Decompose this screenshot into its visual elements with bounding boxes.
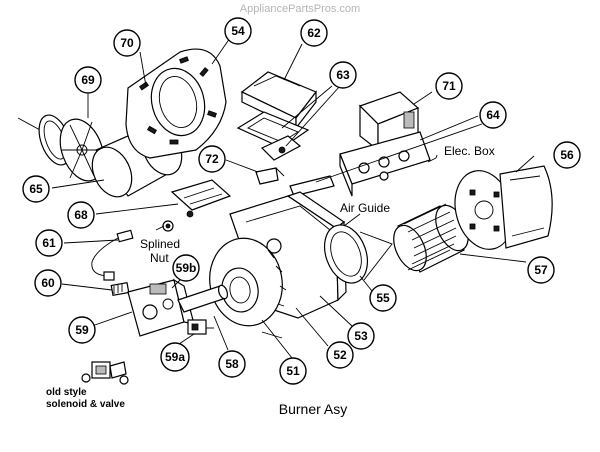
svg-text:56: 56 [560, 148, 574, 162]
svg-text:61: 61 [42, 236, 56, 250]
part-blower-motor [454, 165, 553, 250]
svg-text:70: 70 [120, 36, 134, 50]
callout-59b[interactable]: 59b [172, 254, 200, 282]
svg-text:60: 60 [41, 276, 55, 290]
svg-text:59a: 59a [165, 350, 185, 364]
svg-text:65: 65 [29, 182, 43, 196]
label-old-style: old style [46, 387, 87, 398]
svg-text:72: 72 [205, 152, 219, 166]
svg-text:63: 63 [336, 68, 350, 82]
svg-text:62: 62 [307, 26, 321, 40]
callout-70[interactable]: 70 [113, 29, 141, 57]
callout-55[interactable]: 55 [369, 284, 397, 312]
label-elec-box: Elec. Box [444, 144, 495, 158]
label-air-guide: Air Guide [340, 201, 390, 215]
part-oil-line [91, 229, 134, 281]
part-transformer [358, 91, 420, 152]
part-coupling-rod [177, 284, 229, 313]
svg-text:58: 58 [225, 357, 239, 371]
svg-text:53: 53 [354, 329, 368, 343]
part-igniter [170, 179, 232, 218]
svg-text:51: 51 [286, 364, 300, 378]
callout-51[interactable]: 51 [279, 357, 307, 385]
svg-text:59b: 59b [176, 261, 197, 275]
part-air-guide [323, 224, 393, 284]
part-gasket-frame [236, 111, 310, 161]
shaft-line [261, 331, 283, 339]
svg-text:64: 64 [486, 108, 500, 122]
part-old-style-solenoid [81, 361, 129, 385]
callout-52[interactable]: 52 [326, 341, 354, 369]
watermark: AppliancePartsPros.com [240, 3, 360, 15]
callout-59a[interactable]: 59a [160, 342, 190, 372]
part-splined-nut [162, 220, 174, 232]
svg-text:71: 71 [442, 79, 456, 93]
part-bracket [289, 175, 335, 197]
callout-53[interactable]: 53 [347, 322, 375, 350]
svg-text:68: 68 [74, 208, 88, 222]
part-oil-pump [127, 278, 195, 337]
callout-59[interactable]: 59 [68, 316, 96, 344]
label-solenoid-valve: solenoid & valve [46, 399, 125, 410]
svg-text:57: 57 [534, 263, 548, 277]
label-splined: Splined [140, 237, 180, 251]
part-solenoid-coil [187, 319, 214, 335]
callout-57[interactable]: 57 [527, 256, 555, 284]
part-clip [255, 167, 285, 185]
label-nut: Nut [150, 251, 169, 265]
callout-71[interactable]: 71 [435, 72, 463, 100]
callout-65[interactable]: 65 [22, 175, 50, 203]
part-front-cover-plate [125, 48, 227, 159]
svg-text:59: 59 [75, 323, 89, 337]
leader-lines [51, 37, 535, 359]
svg-text:52: 52 [333, 348, 347, 362]
callout-56[interactable]: 56 [553, 141, 581, 169]
callout-54[interactable]: 54 [224, 17, 252, 45]
callouts: 70 54 62 69 63 71 64 72 56 65 68 61 59b … [22, 17, 581, 385]
callout-60[interactable]: 60 [34, 269, 62, 297]
diagram-title: Burner Asy [279, 401, 347, 417]
callout-62[interactable]: 62 [300, 19, 328, 47]
svg-text:54: 54 [231, 24, 245, 38]
callout-69[interactable]: 69 [74, 66, 102, 94]
callout-58[interactable]: 58 [218, 350, 246, 378]
svg-text:69: 69 [81, 73, 95, 87]
part-fitting [110, 281, 130, 297]
callout-68[interactable]: 68 [67, 201, 95, 229]
part-electrical-box [339, 131, 431, 197]
callout-72[interactable]: 72 [198, 145, 226, 173]
callout-63[interactable]: 63 [329, 61, 357, 89]
svg-text:55: 55 [376, 291, 390, 305]
callout-61[interactable]: 61 [35, 229, 63, 257]
callout-64[interactable]: 64 [479, 101, 507, 129]
